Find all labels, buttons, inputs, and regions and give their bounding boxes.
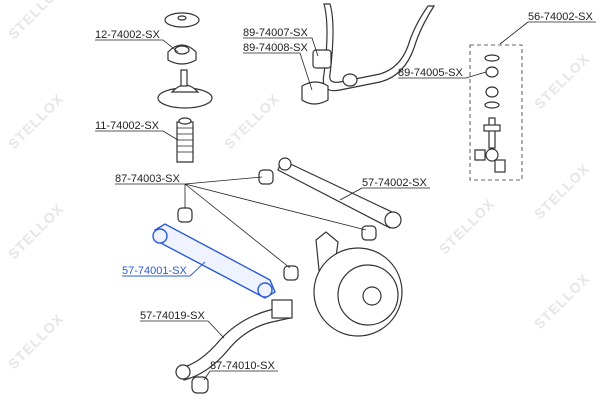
label-dust-boot[interactable]: 11-74002-SX bbox=[95, 120, 160, 132]
svg-text:STELLOX: STELLOX bbox=[531, 160, 593, 222]
wheel-hub-part[interactable] bbox=[313, 231, 403, 337]
label-stab-bushing-2[interactable]: 89-74008-SX bbox=[243, 42, 308, 54]
svg-text:STELLOX: STELLOX bbox=[531, 50, 593, 112]
trailing-arm-part[interactable] bbox=[175, 299, 293, 381]
label-trailing-bushing[interactable]: 87-74010-SX bbox=[210, 360, 275, 372]
svg-text:STELLOX: STELLOX bbox=[436, 195, 498, 257]
label-arm-bushings[interactable]: 87-74003-SX bbox=[115, 173, 180, 185]
label-strut-mount[interactable]: 12-74002-SX bbox=[95, 29, 160, 41]
label-trailing-arm[interactable]: 57-74019-SX bbox=[140, 310, 205, 322]
stab-link-part[interactable] bbox=[469, 44, 523, 181]
label-lower-arm-selected[interactable]: 57-74001-SX bbox=[122, 265, 187, 277]
dust-boot-part[interactable] bbox=[176, 117, 194, 163]
strut-mount-part[interactable] bbox=[157, 12, 213, 109]
label-upper-arm[interactable]: 57-74002-SX bbox=[362, 177, 427, 189]
label-stab-link[interactable]: 56-74002-SX bbox=[528, 11, 593, 23]
arm-bushings-part[interactable] bbox=[177, 169, 377, 281]
svg-text:STELLOX: STELLOX bbox=[5, 0, 67, 42]
stabilizer-bar-part[interactable] bbox=[301, 3, 436, 105]
label-stab-bushing-1[interactable]: 89-74007-SX bbox=[243, 27, 308, 39]
watermark-left: STELLOX STELLOX STELLOX STELLOX bbox=[5, 0, 67, 372]
upper-arm-part[interactable] bbox=[277, 157, 402, 229]
trailing-bushing-part[interactable] bbox=[191, 376, 209, 394]
svg-text:STELLOX: STELLOX bbox=[5, 90, 67, 152]
svg-text:STELLOX: STELLOX bbox=[5, 310, 67, 372]
watermark-right: STELLOX STELLOX STELLOX STELLOX STELLOX bbox=[221, 50, 593, 332]
svg-text:STELLOX: STELLOX bbox=[531, 270, 593, 332]
svg-text:STELLOX: STELLOX bbox=[5, 200, 67, 262]
lower-arm-selected-part[interactable] bbox=[152, 223, 276, 299]
svg-text:STELLOX: STELLOX bbox=[221, 90, 283, 152]
label-stab-link-bushing[interactable]: 89-74005-SX bbox=[398, 67, 463, 79]
